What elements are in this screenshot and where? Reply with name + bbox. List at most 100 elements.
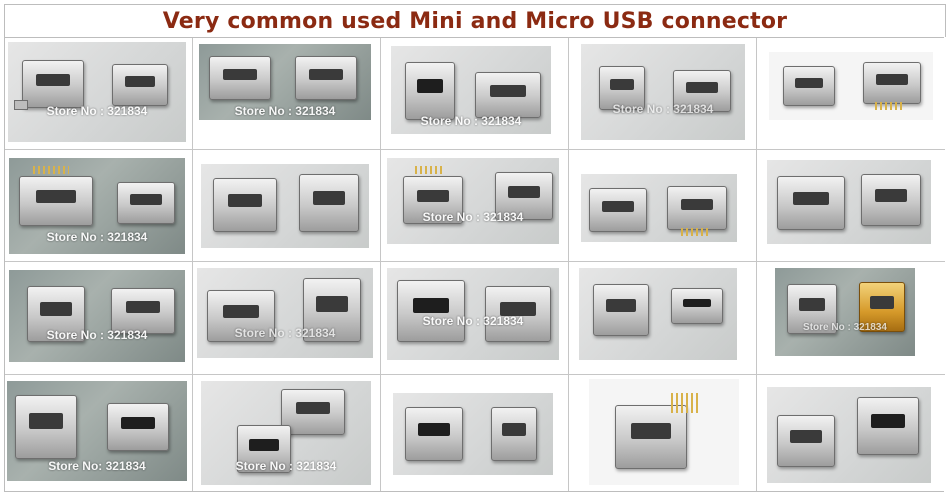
connector-pins [875,102,905,110]
micro-usb-connector-image [673,70,731,112]
store-watermark: Store No : 321834 [422,210,524,224]
micro-usb-connector-image [783,66,835,106]
grid-cell-10[interactable] [757,150,945,262]
store-watermark: Store No : 321834 [235,459,337,473]
micro-usb-connector-image [777,176,845,230]
connector-pins [33,166,69,174]
connector-photo: Store No : 321834 [581,44,745,140]
grid-cell-15[interactable]: Store No : 321834 [757,262,945,375]
grid-cell-16[interactable]: Store No: 321834 [5,375,193,491]
mini-usb-connector-image [671,288,723,324]
store-watermark: Store No: 321834 [48,459,146,473]
mini-usb-connector-image [857,397,919,455]
connector-photo [769,52,933,120]
micro-usb-connector-image [112,64,168,106]
connector-photo [767,160,931,244]
connector-photo: Store No : 321834 [9,158,185,254]
store-watermark: Store No : 321834 [46,104,148,118]
product-grid: Store No : 321834 Store No : 321834 Stor… [4,37,945,492]
mini-usb-connector-image [15,395,77,459]
micro-usb-connector-image [495,172,553,220]
store-watermark: Store No : 321834 [612,102,714,116]
micro-usb-connector-image [111,288,175,334]
micro-usb-connector-image [861,174,921,226]
page-title: Very common used Mini and Micro USB conn… [162,8,788,34]
grid-cell-14[interactable] [569,262,757,375]
connector-photo [393,393,553,475]
connector-photo: Store No : 321834 [8,42,186,142]
grid-cell-11[interactable]: Store No : 321834 [5,262,193,375]
grid-cell-3[interactable]: Store No : 321834 [381,38,569,150]
micro-usb-connector-image [22,60,84,108]
grid-cell-18[interactable] [381,375,569,491]
micro-usb-connector-image [667,186,727,230]
micro-usb-connector-image [295,56,357,100]
store-watermark: Store No : 321834 [46,328,148,342]
connector-photo: Store No : 321834 [197,268,373,358]
micro-usb-connector-image [405,62,455,120]
mini-usb-connector-image [777,415,835,467]
connector-photo: Store No : 321834 [387,268,559,360]
micro-usb-connector-image [397,280,465,342]
connector-photo: Store No : 321834 [199,44,371,120]
mini-usb-connector-image [491,407,537,461]
connector-photo: Store No: 321834 [7,381,187,481]
grid-cell-20[interactable] [757,375,945,491]
connector-pins [671,393,701,413]
grid-cell-7[interactable] [193,150,381,262]
micro-usb-connector-image [599,66,645,110]
connector-tab [14,100,28,110]
grid-cell-9[interactable] [569,150,757,262]
grid-cell-12[interactable]: Store No : 321834 [193,262,381,375]
store-watermark: Store No : 321834 [420,114,522,128]
grid-cell-2[interactable]: Store No : 321834 [193,38,381,150]
grid-cell-4[interactable]: Store No : 321834 [569,38,757,150]
store-watermark: Store No : 321834 [46,230,148,244]
micro-usb-connector-image [299,174,359,232]
grid-cell-1[interactable]: Store No : 321834 [5,38,193,150]
connector-photo: Store No : 321834 [391,46,551,134]
mini-usb-connector-image [107,403,169,451]
connector-photo: Store No : 321834 [201,381,371,485]
grid-cell-5[interactable] [757,38,945,150]
connector-photo [589,379,739,485]
connector-pins [415,166,445,174]
micro-usb-connector-image [27,286,85,342]
micro-usb-connector-image [589,188,647,232]
micro-usb-connector-image [213,178,277,232]
connector-photo: Store No : 321834 [387,158,559,244]
store-watermark: Store No : 321834 [234,326,336,340]
title-cell[interactable]: Very common used Mini and Micro USB conn… [4,4,946,37]
micro-usb-connector-image [303,278,361,342]
connector-photo [579,268,737,360]
mini-usb-connector-image [281,389,345,435]
grid-cell-13[interactable]: Store No : 321834 [381,262,569,375]
connector-photo: Store No : 321834 [9,270,185,362]
connector-photo [767,387,931,483]
grid-cell-19[interactable] [569,375,757,491]
micro-usb-connector-image [19,176,93,226]
micro-usb-connector-image [403,176,463,224]
grid-cell-6[interactable]: Store No : 321834 [5,150,193,262]
connector-pins [681,228,711,236]
mini-usb-gold-connector-image [859,282,905,332]
connector-photo [201,164,369,248]
mini-usb-connector-image [237,425,291,473]
store-watermark: Store No : 321834 [422,314,524,328]
micro-usb-connector-image [207,290,275,342]
micro-usb-connector-image [863,62,921,104]
micro-usb-connector-image [485,286,551,342]
grid-cell-8[interactable]: Store No : 321834 [381,150,569,262]
mini-usb-connector-image [405,407,463,461]
connector-photo: Store No : 321834 [775,268,915,356]
grid-cell-17[interactable]: Store No : 321834 [193,375,381,491]
micro-usb-connector-image [209,56,271,100]
micro-usb-connector-image [117,182,175,224]
connector-photo [581,174,737,242]
store-watermark: Store No : 321834 [803,322,887,333]
mini-usb-connector-image [593,284,649,336]
mini-usb-connector-image [615,405,687,469]
mini-usb-connector-image [787,284,837,334]
micro-usb-connector-image [475,72,541,118]
